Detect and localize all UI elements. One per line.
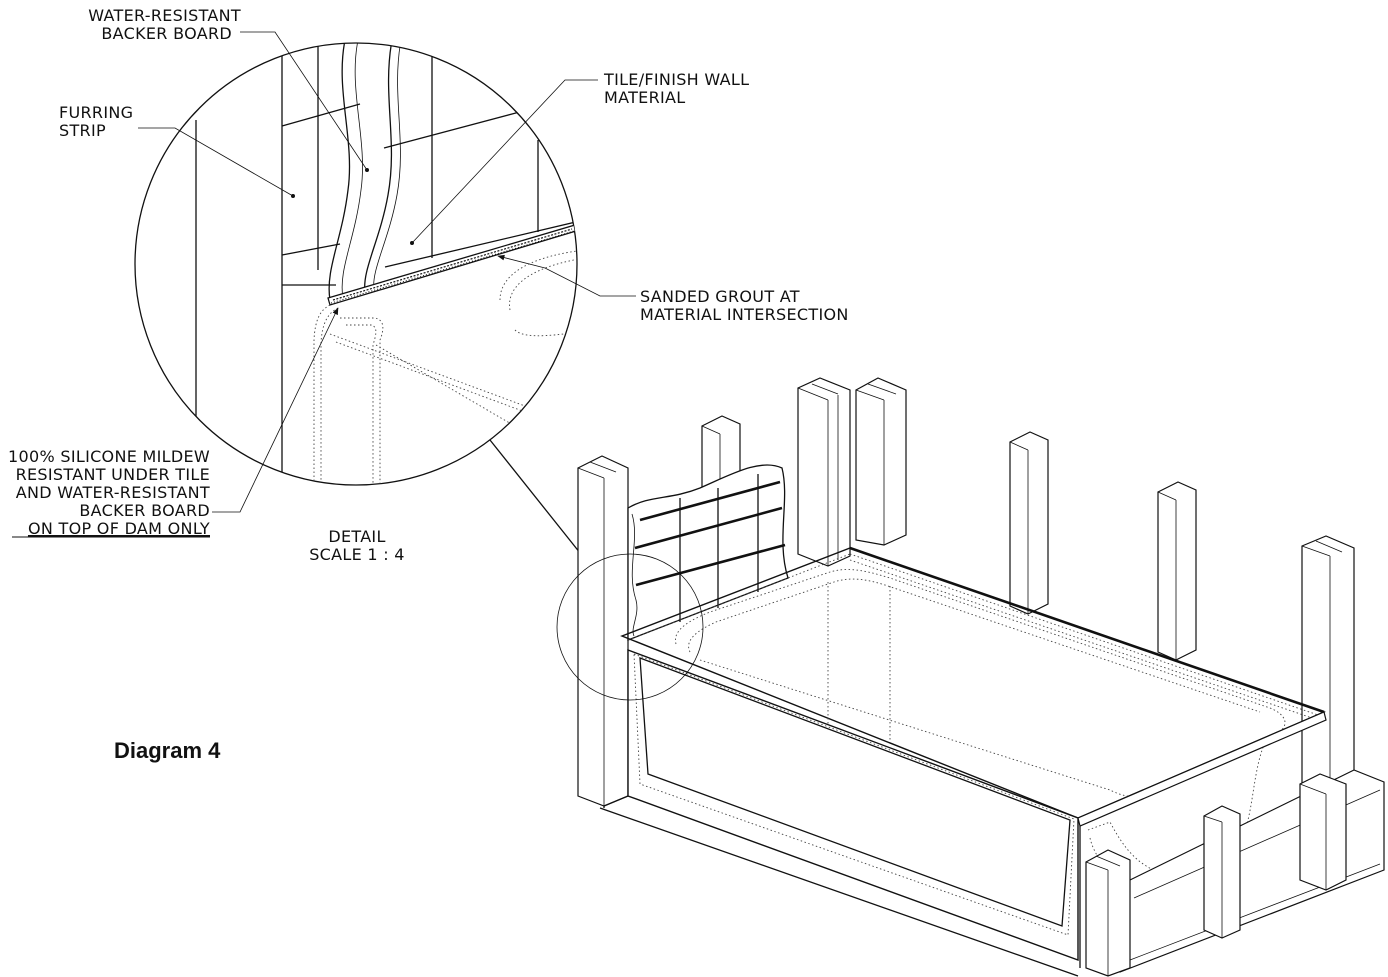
svg-text:WATER-RESISTANT: WATER-RESISTANT xyxy=(88,6,241,25)
stud-front-corner xyxy=(1085,849,1131,977)
callout-backer-board: WATER-RESISTANT BACKER BOARD xyxy=(88,6,241,43)
tile-wall-panel xyxy=(627,464,789,641)
backer-board-detail xyxy=(328,43,402,301)
callout-silicone: 100% SILICONE MILDEW RESISTANT UNDER TIL… xyxy=(8,447,210,538)
stud-back-4 xyxy=(1009,431,1049,615)
furring-strip-detail xyxy=(195,43,336,485)
svg-text:AND WATER-RESISTANT: AND WATER-RESISTANT xyxy=(16,483,210,502)
tub-apron xyxy=(599,648,1079,977)
stud-left-corner xyxy=(577,455,629,807)
stud-back-2 xyxy=(797,377,851,567)
callout-furring-strip: FURRING STRIP xyxy=(59,103,133,140)
svg-text:BACKER BOARD: BACKER BOARD xyxy=(79,501,210,520)
svg-text:MATERIAL INTERSECTION: MATERIAL INTERSECTION xyxy=(640,305,849,324)
sanded-grout-detail xyxy=(327,224,577,306)
svg-text:SCALE 1 : 4: SCALE 1 : 4 xyxy=(309,545,405,564)
svg-text:DETAIL: DETAIL xyxy=(328,527,385,546)
svg-text:RESISTANT UNDER TILE: RESISTANT UNDER TILE xyxy=(16,465,210,484)
svg-text:100% SILICONE MILDEW: 100% SILICONE MILDEW xyxy=(8,447,210,466)
svg-text:FURRING: FURRING xyxy=(59,103,133,122)
stud-back-6 xyxy=(1301,535,1355,801)
bathtub-assembly xyxy=(556,377,1385,977)
detail-view xyxy=(134,42,578,486)
tub-end-panel xyxy=(1077,711,1327,968)
detail-reference-circle xyxy=(556,553,704,701)
silicone-emphasis: ON TOP OF DAM ONLY xyxy=(28,519,210,538)
svg-text:BACKER BOARD: BACKER BOARD xyxy=(101,24,232,43)
callout-tile-finish: TILE/FINISH WALL MATERIAL xyxy=(603,70,749,107)
stud-end-1 xyxy=(1203,805,1241,939)
tile-detail xyxy=(281,43,577,268)
svg-text:TILE/FINISH WALL: TILE/FINISH WALL xyxy=(603,70,749,89)
stud-back-5 xyxy=(1157,481,1197,661)
svg-text:SANDED GROUT AT: SANDED GROUT AT xyxy=(640,287,800,306)
tub-basin xyxy=(675,569,1286,851)
stud-back-3 xyxy=(855,377,907,546)
callout-sanded-grout: SANDED GROUT AT MATERIAL INTERSECTION xyxy=(640,287,849,324)
stud-end-2 xyxy=(1299,773,1347,891)
detail-caption: DETAIL SCALE 1 : 4 xyxy=(309,527,405,564)
svg-text:MATERIAL: MATERIAL xyxy=(604,88,686,107)
diagram-title: Diagram 4 xyxy=(114,738,221,763)
leader-lines xyxy=(138,31,636,513)
svg-text:STRIP: STRIP xyxy=(59,121,106,140)
